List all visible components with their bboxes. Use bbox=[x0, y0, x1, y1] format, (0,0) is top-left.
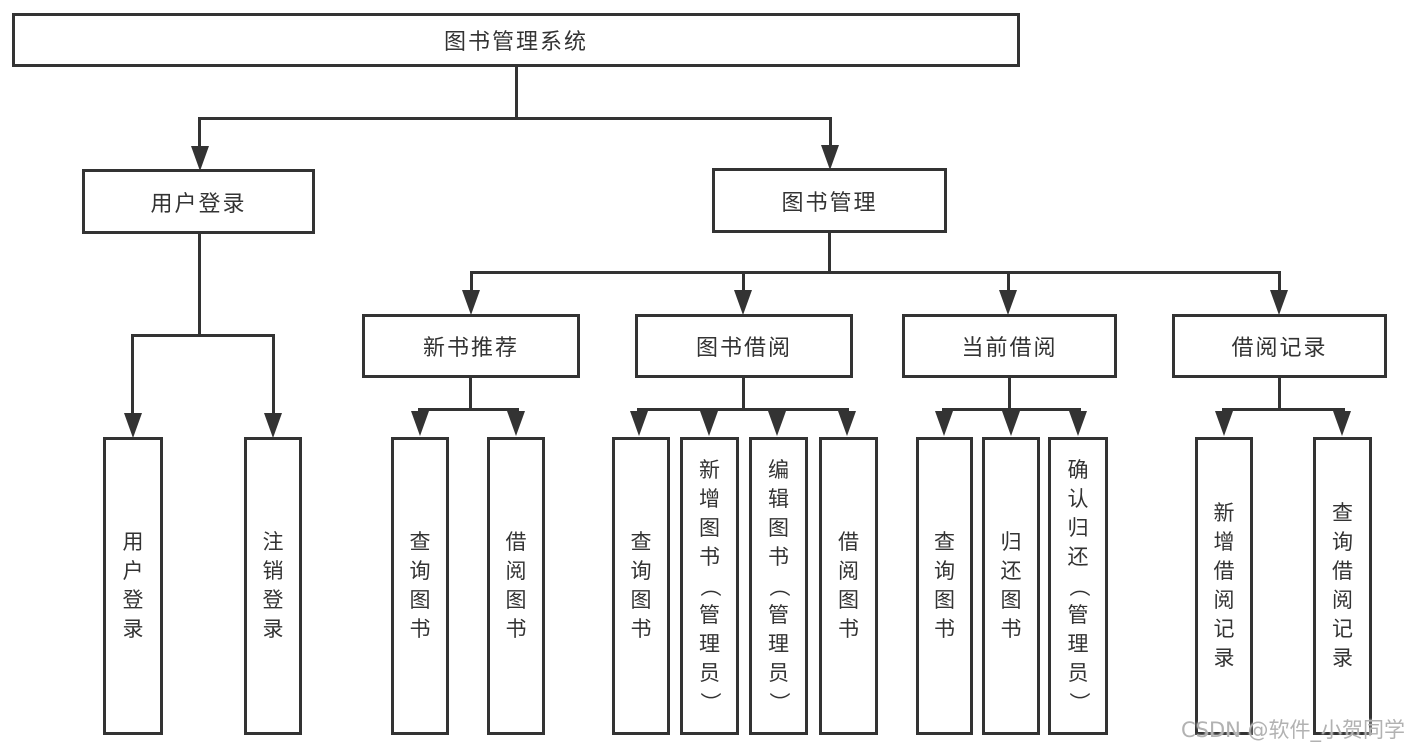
connector-new-book-stem bbox=[469, 378, 472, 411]
leaf-borrow-books-borrowing: 借阅图书 bbox=[819, 437, 878, 735]
arrowhead-down-icon bbox=[838, 411, 856, 436]
connector-root-bus bbox=[198, 117, 832, 120]
connector-stem-leaf-logout bbox=[272, 336, 275, 415]
csdn-watermark: CSDN @软件_小贺同学 bbox=[1181, 718, 1405, 742]
leaf-add-books-admin: 新增图书（管理员） bbox=[680, 437, 739, 735]
connector-current-borrowing-stem bbox=[1008, 378, 1011, 411]
leaf-add-borrow-record: 新增借阅记录 bbox=[1195, 437, 1253, 735]
leaf-logout: 注销登录 bbox=[244, 437, 302, 735]
arrowhead-down-icon bbox=[734, 290, 752, 315]
leaf-edit-books-admin: 编辑图书（管理员） bbox=[749, 437, 808, 735]
connector-user-login-bus bbox=[131, 334, 275, 337]
leaf-borrow-books-newbook: 借阅图书 bbox=[487, 437, 545, 735]
node-current-borrowing: 当前借阅 bbox=[902, 314, 1117, 378]
node-user-login: 用户登录 bbox=[82, 169, 315, 234]
connector-stem-borrowing-records bbox=[1278, 273, 1281, 291]
connector-stem-leaf-user-login bbox=[131, 336, 134, 415]
arrowhead-down-icon bbox=[1270, 290, 1288, 315]
connector-stem-user-login bbox=[198, 119, 201, 148]
leaf-user-login: 用户登录 bbox=[103, 437, 163, 735]
leaf-query-books-current: 查询图书 bbox=[916, 437, 973, 735]
connector-stem-new-book bbox=[470, 273, 473, 291]
leaf-confirm-return-admin: 确认归还（管理员） bbox=[1048, 437, 1108, 735]
arrowhead-down-icon bbox=[1333, 411, 1351, 436]
connector-stem-book-borrowing bbox=[742, 273, 745, 291]
node-borrowing-records: 借阅记录 bbox=[1172, 314, 1387, 378]
arrowhead-down-icon bbox=[700, 411, 718, 436]
arrowhead-down-icon bbox=[630, 411, 648, 436]
arrowhead-down-icon bbox=[935, 411, 953, 436]
arrowhead-down-icon bbox=[507, 411, 525, 436]
leaf-query-borrow-record: 查询借阅记录 bbox=[1313, 437, 1372, 735]
arrowhead-down-icon bbox=[1002, 411, 1020, 436]
leaf-query-books-borrowing: 查询图书 bbox=[612, 437, 670, 735]
arrowhead-down-icon bbox=[999, 290, 1017, 315]
connector-book-borrowing-stem bbox=[742, 378, 745, 411]
arrowhead-down-icon bbox=[462, 290, 480, 315]
arrowhead-down-icon bbox=[1215, 411, 1233, 436]
node-new-book-recommendation: 新书推荐 bbox=[362, 314, 580, 378]
connector-stem-book-management bbox=[829, 119, 832, 147]
arrowhead-down-icon bbox=[124, 413, 142, 438]
node-book-borrowing: 图书借阅 bbox=[635, 314, 853, 378]
leaf-query-books-newbook: 查询图书 bbox=[391, 437, 449, 735]
connector-borrowing-records-stem bbox=[1278, 378, 1281, 411]
connector-new-book-bus bbox=[418, 408, 519, 411]
arrowhead-down-icon bbox=[411, 411, 429, 436]
connector-borrowing-records-bus bbox=[1222, 408, 1345, 411]
arrowhead-down-icon bbox=[821, 145, 839, 170]
connector-book-management-stem bbox=[828, 233, 831, 273]
connector-root-stem bbox=[515, 66, 518, 119]
arrowhead-down-icon bbox=[264, 413, 282, 438]
connector-book-borrowing-bus bbox=[637, 408, 849, 411]
arrowhead-down-icon bbox=[768, 411, 786, 436]
leaf-return-books: 归还图书 bbox=[982, 437, 1040, 735]
connector-user-login-stem bbox=[198, 234, 201, 336]
node-library-management-system: 图书管理系统 bbox=[12, 13, 1020, 67]
arrowhead-down-icon bbox=[191, 146, 209, 171]
connector-current-borrowing-bus bbox=[942, 408, 1081, 411]
connector-book-management-bus bbox=[470, 271, 1281, 274]
arrowhead-down-icon bbox=[1069, 411, 1087, 436]
connector-stem-current-borrowing bbox=[1007, 273, 1010, 291]
node-book-management: 图书管理 bbox=[712, 168, 947, 233]
